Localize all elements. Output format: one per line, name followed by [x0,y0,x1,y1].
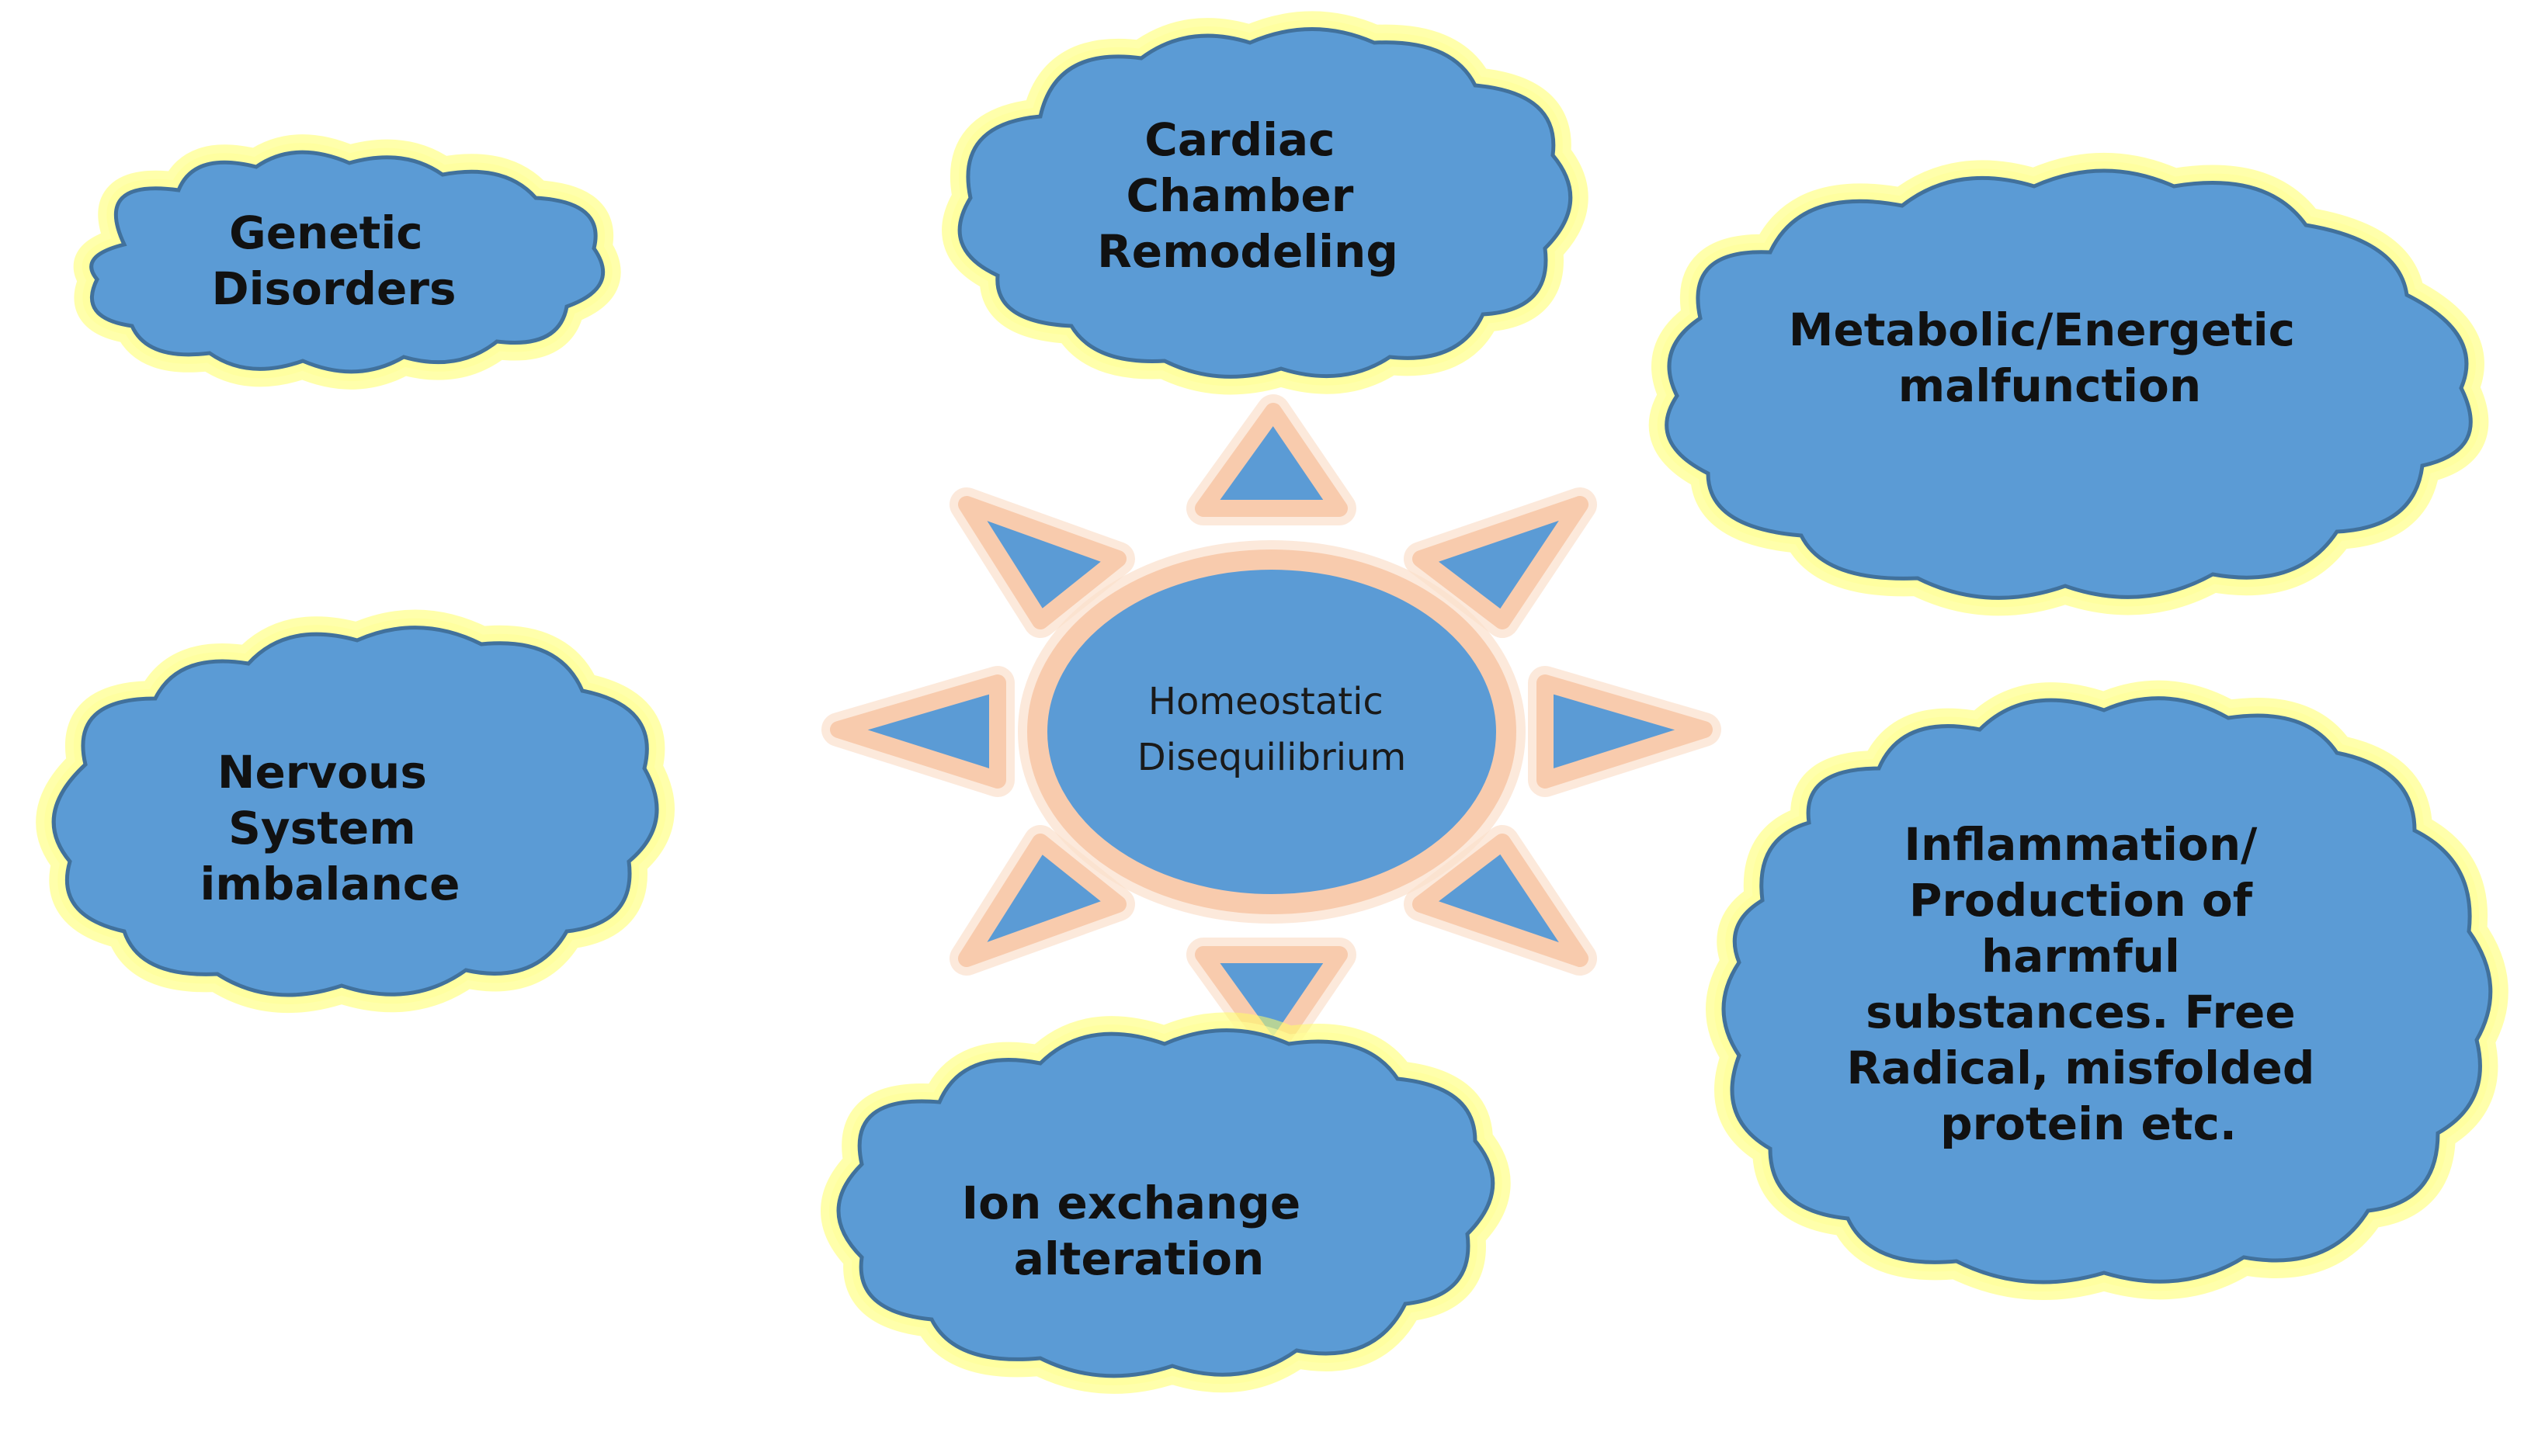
sun-ray-bottom-left [958,834,1127,967]
sun-ray-bottom [1195,946,1348,1060]
sun-rays [830,403,1713,1060]
factor-clouds: Genetic Disorders Cardiac Chamber Remode… [36,11,2508,1394]
cloud-label-nervous-system-imbalance: Nervous System imbalance [200,746,460,910]
sun-ray-top [1195,403,1348,517]
cloud-label-inflammation-harmful-substances: Inflammation/ Production of harmful subs… [1846,818,2330,1150]
cloud-inflammation-harmful-substances: Inflammation/ Production of harmful subs… [1706,680,2508,1300]
center-label: Homeostatic Disequilibrium [1137,680,1406,779]
sun-ray-left [830,674,1006,789]
sun-core [1027,549,1516,914]
cloud-ion-exchange-alteration: Ion exchange alteration [821,1012,1511,1394]
sun-ray-right [1536,674,1713,789]
sun-ray-bottom-right [1412,834,1588,967]
cloud-label-metabolic-energetic-malfunction: Metabolic/Energetic malfunction [1789,303,2311,412]
sun-ray-top-left [958,496,1127,629]
cloud-cardiac-chamber-remodeling: Cardiac Chamber Remodeling [942,11,1588,395]
cloud-metabolic-energetic-malfunction: Metabolic/Energetic malfunction [1648,153,2489,616]
sun-ray-top-right [1412,496,1588,629]
cloud-label-genetic-disorders: Genetic Disorders [212,206,457,315]
cloud-nervous-system-imbalance: Nervous System imbalance [36,609,675,1013]
cloud-genetic-disorders: Genetic Disorders [73,134,621,390]
cloud-label-cardiac-chamber-remodeling: Cardiac Chamber Remodeling [1097,113,1398,278]
cloud-label-ion-exchange-alteration: Ion exchange alteration [962,1177,1317,1285]
